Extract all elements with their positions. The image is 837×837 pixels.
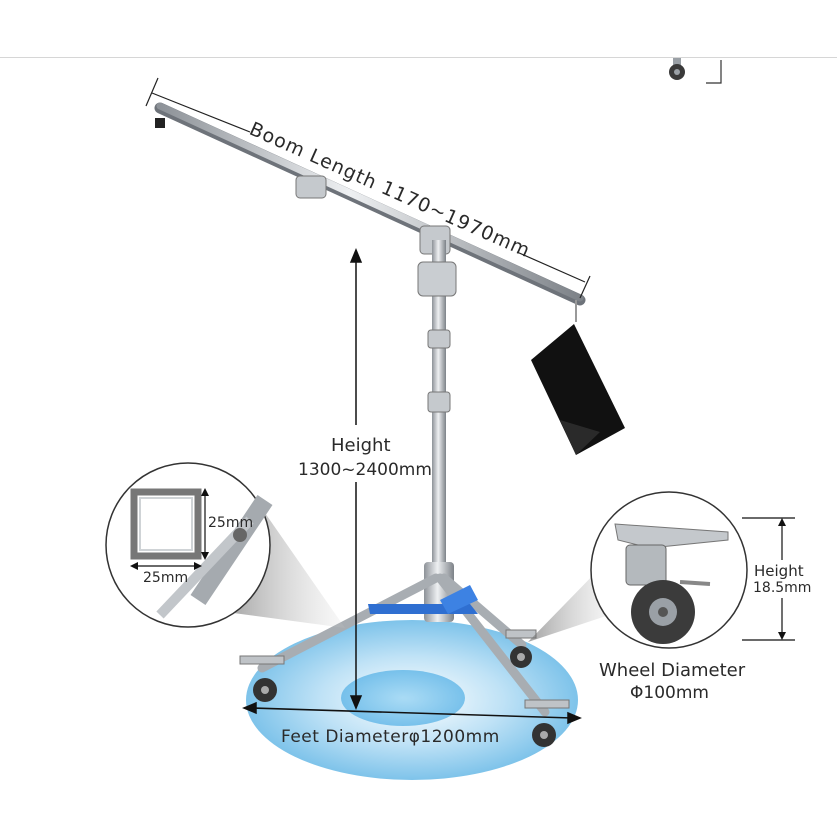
caster-front <box>524 699 570 747</box>
stand-height-title: Height <box>331 435 391 456</box>
stand-height-value: 1300~2400mm <box>298 460 432 480</box>
leg-clamp <box>368 585 478 614</box>
feet-diameter-label: Feet Diameterφ1200mm <box>281 727 500 747</box>
cropped-wheel-top <box>669 58 722 84</box>
wheel-height-title: Height <box>754 562 804 580</box>
top-divider <box>0 57 837 58</box>
boom-dimension-line <box>145 77 591 299</box>
sandbag <box>531 300 625 455</box>
height-arrow <box>349 248 363 710</box>
feet-diameter-arrow <box>242 701 582 725</box>
tube-detail-callout <box>105 462 345 628</box>
wheel-diameter-title: Wheel Diameter <box>599 660 746 681</box>
wheel-diameter-value: Φ100mm <box>630 683 709 703</box>
wheel-height-value: 18.5mm <box>753 580 812 596</box>
stand-column <box>417 240 457 622</box>
tube-size-horizontal-label: 25mm <box>143 570 189 586</box>
wheel-detail-callout <box>528 491 795 649</box>
tube-size-vertical-label: 25mm <box>208 515 254 531</box>
caster-left <box>239 655 285 702</box>
boom-arm <box>154 102 586 306</box>
